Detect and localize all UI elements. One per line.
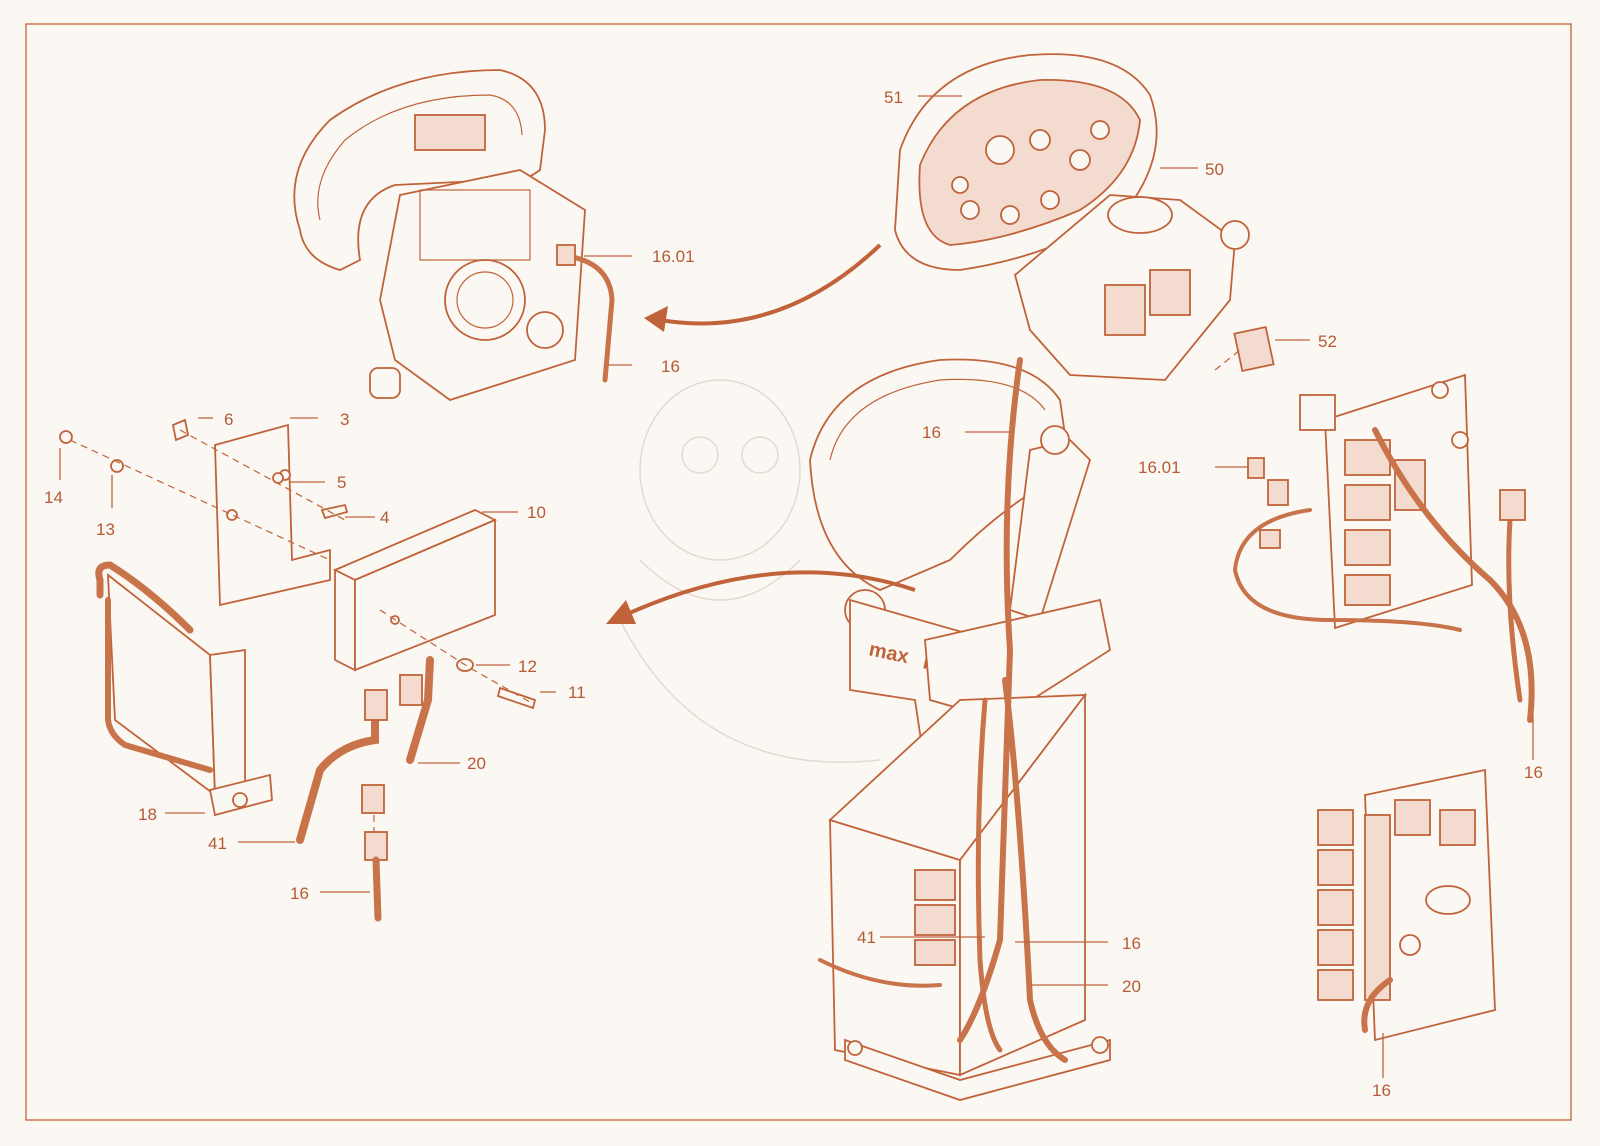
label-16-left: 16: [290, 884, 309, 903]
label-16-top: 16: [661, 357, 680, 376]
arrow-to-housing-head: [644, 306, 668, 332]
label-3: 3: [340, 410, 349, 429]
fuse-16-01: [1247, 457, 1265, 479]
control-housing-open: [293, 69, 615, 401]
label-41-left: 41: [208, 834, 227, 853]
label-50: 50: [1205, 160, 1224, 179]
joystick-column: max min: [809, 357, 1112, 1101]
label-13: 13: [96, 520, 115, 539]
mounting-bracket: [214, 423, 331, 607]
label-12: 12: [518, 657, 537, 676]
arrow-to-ecu: [624, 570, 916, 617]
label-18: 18: [138, 805, 157, 824]
arrow-to-housing: [659, 243, 882, 326]
label-5: 5: [337, 473, 346, 492]
label-16-center: 16: [922, 423, 941, 442]
circuit-board-top: [1232, 373, 1535, 723]
relay-board-bottom: [1317, 768, 1496, 1042]
label-52: 52: [1318, 332, 1337, 351]
handle-housing: [1013, 194, 1250, 381]
label-20-left: 20: [467, 754, 486, 773]
label-4: 4: [380, 508, 389, 527]
shield-cover: [95, 561, 273, 817]
ecu-module: [332, 509, 498, 672]
background-watermark: [619, 379, 881, 763]
label-41-center: 41: [857, 928, 876, 947]
label-16-01-right: 16.01: [1138, 458, 1181, 477]
wire-harness: [296, 656, 434, 922]
part-52-label-plate: [1233, 326, 1275, 372]
label-10: 10: [527, 503, 546, 522]
label-16-center-low: 16: [1122, 934, 1141, 953]
label-16-01-top: 16.01: [652, 247, 695, 266]
label-6: 6: [224, 410, 233, 429]
label-51: 51: [884, 88, 903, 107]
arrow-to-ecu-head: [606, 600, 636, 624]
diagram-frame: [25, 23, 1572, 1121]
label-11: 11: [568, 683, 586, 702]
label-14: 14: [44, 488, 63, 507]
label-16-right-board: 16: [1524, 763, 1543, 782]
label-16-bottom-right: 16: [1372, 1081, 1391, 1100]
label-20-center: 20: [1122, 977, 1141, 996]
